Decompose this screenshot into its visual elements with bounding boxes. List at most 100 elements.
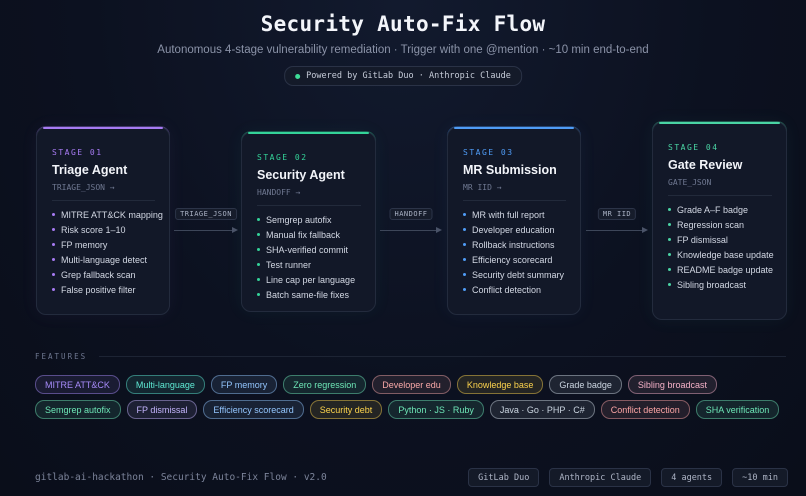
stage-output: HANDOFF → [257,188,301,197]
stage-output: GATE_JSON [668,178,712,187]
arrow-right-icon [436,227,442,233]
stage-number: STAGE 02 [257,153,308,162]
stage-feature-item: Semgrep autofix [257,215,375,225]
bullet-icon [463,288,466,291]
divider [257,205,361,206]
footer-badge: GitLab Duo [468,468,540,487]
footer-badge: 4 agents [661,468,723,487]
feature-chip: MITRE ATT&CK [35,375,120,394]
bullet-icon [463,243,466,246]
stage-feature-item: Regression scan [668,220,786,230]
stage-feature-item: Line cap per language [257,275,375,285]
stage-feature-label: Developer education [472,225,555,235]
bullet-icon [668,208,671,211]
stage-feature-item: Grade A–F badge [668,205,786,215]
bullet-icon [668,283,671,286]
bullet-icon [463,228,466,231]
stage-feature-label: Efficiency scorecard [472,255,553,265]
stage-feature-label: FP dismissal [677,235,728,245]
feature-chip: Python · JS · Ruby [388,400,484,419]
connector-label: TRIAGE_JSON [175,208,237,220]
feature-chip: Conflict detection [600,400,690,419]
stage-feature-item: Sibling broadcast [668,280,786,290]
stage-card-gate-review: STAGE 04 Gate Review GATE_JSON Grade A–F… [652,122,787,320]
connector-triage-json: TRIAGE_JSON [174,208,238,238]
bullet-icon [52,228,55,231]
bullet-icon [257,293,260,296]
stage-output: TRIAGE_JSON → [52,183,115,192]
stage-feature-label: Security debt summary [472,270,565,280]
powered-by-label: Powered by GitLab Duo · Anthropic Claude [306,71,511,81]
bullet-icon [463,213,466,216]
stage-accent-bar [248,132,369,134]
status-dot-icon [295,73,301,79]
stage-feature-label: Knowledge base update [677,250,774,260]
bullet-icon [668,223,671,226]
features-heading: FEATURES [35,352,786,361]
divider [52,200,155,201]
bullet-icon [257,248,260,251]
stage-number: STAGE 01 [52,148,103,157]
divider [463,200,566,201]
stage-feature-item: SHA-verified commit [257,245,375,255]
stage-feature-item: Batch same-file fixes [257,290,375,300]
feature-chip: Zero regression [283,375,367,394]
stage-card-security: STAGE 02 Security Agent HANDOFF → Semgre… [241,132,376,312]
feature-chip: Multi-language [125,375,205,394]
stage-feature-item: FP memory [52,240,169,250]
stage-feature-label: README badge update [677,265,774,275]
arrow-right-icon [232,227,238,233]
bullet-icon [52,273,55,276]
feature-chip: Developer edu [372,375,451,394]
bullet-icon [52,258,55,261]
stage-feature-label: Batch same-file fixes [266,290,350,300]
stage-feature-item: Developer education [463,225,580,235]
bullet-icon [52,243,55,246]
stage-feature-item: MITRE ATT&CK mapping [52,210,169,220]
stage-feature-item: Security debt summary [463,270,580,280]
connector-line [586,230,642,231]
feature-chip: FP memory [210,375,278,394]
stage-feature-label: Semgrep autofix [266,215,332,225]
stage-feature-label: FP memory [61,240,108,250]
stage-feature-item: FP dismissal [668,235,786,245]
feature-chip: Sibling broadcast [627,375,717,394]
feature-chip-row: MITRE ATT&CK Multi-language FP memory Zero … [35,375,796,394]
feature-chip: Java · Go · PHP · C# [489,400,595,419]
stage-feature-item: Manual fix fallback [257,230,375,240]
stage-output: MR IID → [463,183,502,192]
stage-feature-label: Sibling broadcast [677,280,747,290]
bullet-icon [257,218,260,221]
stage-feature-label: MR with full report [472,210,545,220]
stage-feature-label: Regression scan [677,220,745,230]
stage-feature-item: Rollback instructions [463,240,580,250]
page-title: Security Auto-Fix Flow [260,12,546,36]
divider [99,356,786,357]
feature-chip: Semgrep autofix [35,400,121,419]
stage-name: MR Submission [463,163,557,177]
stage-feature-label: Test runner [266,260,312,270]
footer-text: gitlab-ai-hackathon · Security Auto-Fix … [35,472,327,483]
bullet-icon [668,253,671,256]
stage-feature-label: False positive filter [61,285,136,295]
stage-feature-item: Conflict detection [463,285,580,295]
bullet-icon [668,238,671,241]
stage-feature-item: False positive filter [52,285,169,295]
feature-chip: Security debt [309,400,383,419]
stage-card-mr-submission: STAGE 03 MR Submission MR IID → MR with … [447,127,581,315]
feature-chip: Knowledge base [456,375,544,394]
stage-feature-label: Manual fix fallback [266,230,341,240]
bullet-icon [257,233,260,236]
stage-feature-item: MR with full report [463,210,580,220]
bullet-icon [257,278,260,281]
stage-feature-label: Rollback instructions [472,240,555,250]
stage-accent-bar [454,127,574,129]
feature-chip: Grade badge [549,375,622,394]
bullet-icon [463,258,466,261]
stage-feature-item: Risk score 1–10 [52,225,169,235]
stage-feature-item: Grep fallback scan [52,270,169,280]
bullet-icon [257,263,260,266]
